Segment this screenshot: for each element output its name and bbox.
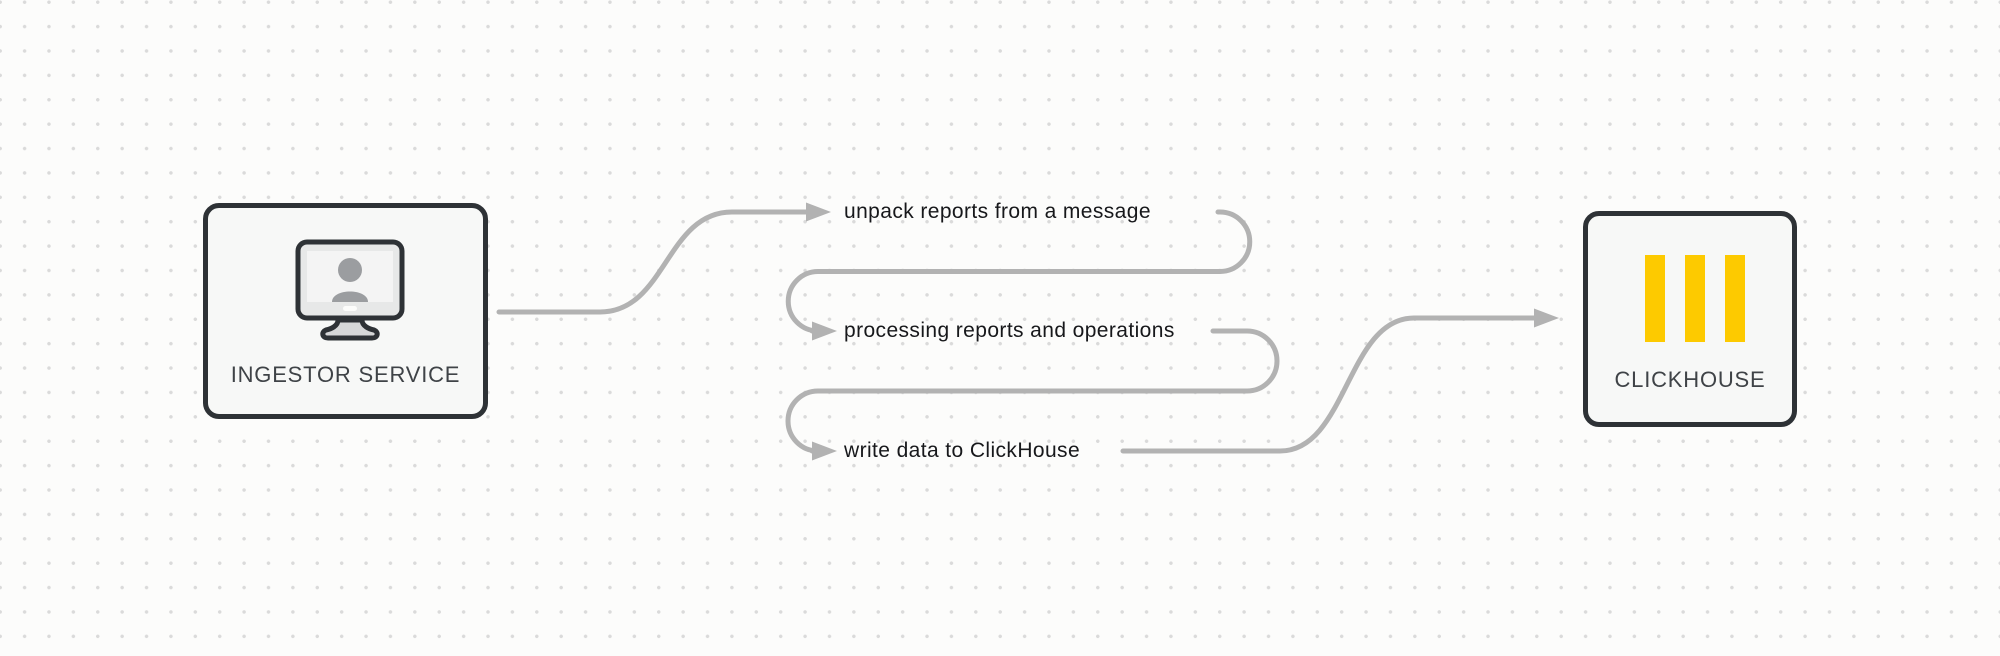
node-clickhouse: CLICKHOUSE [1583,211,1797,427]
step-label-processing: processing reports and operations [844,319,1175,342]
edge-step1-to-step2 [785,209,1253,334]
edge-ingestor-to-step1 [496,209,810,315]
arrowhead-icon [812,441,837,461]
monitor-user-icon [295,239,405,341]
node-label-ingestor: INGESTOR SERVICE [230,362,461,387]
edge-step3-to-clickhouse [1120,315,1537,454]
step-label-unpack: unpack reports from a message [844,200,1151,223]
node-ingestor-service: INGESTOR SERVICE [203,203,488,419]
clickhouse-logo-icon [1645,255,1745,342]
arrowhead-icon [812,321,837,341]
edge-step2-to-step3 [785,328,1280,454]
clickhouse-logo-bar [1645,255,1665,342]
arrowhead-icon [1534,308,1559,328]
clickhouse-logo-bar [1725,255,1745,342]
step-label-write: write data to ClickHouse [844,439,1081,462]
node-label-clickhouse: CLICKHOUSE [1614,367,1766,392]
clickhouse-logo-bar [1685,255,1705,342]
arrowhead-icon [806,202,831,222]
